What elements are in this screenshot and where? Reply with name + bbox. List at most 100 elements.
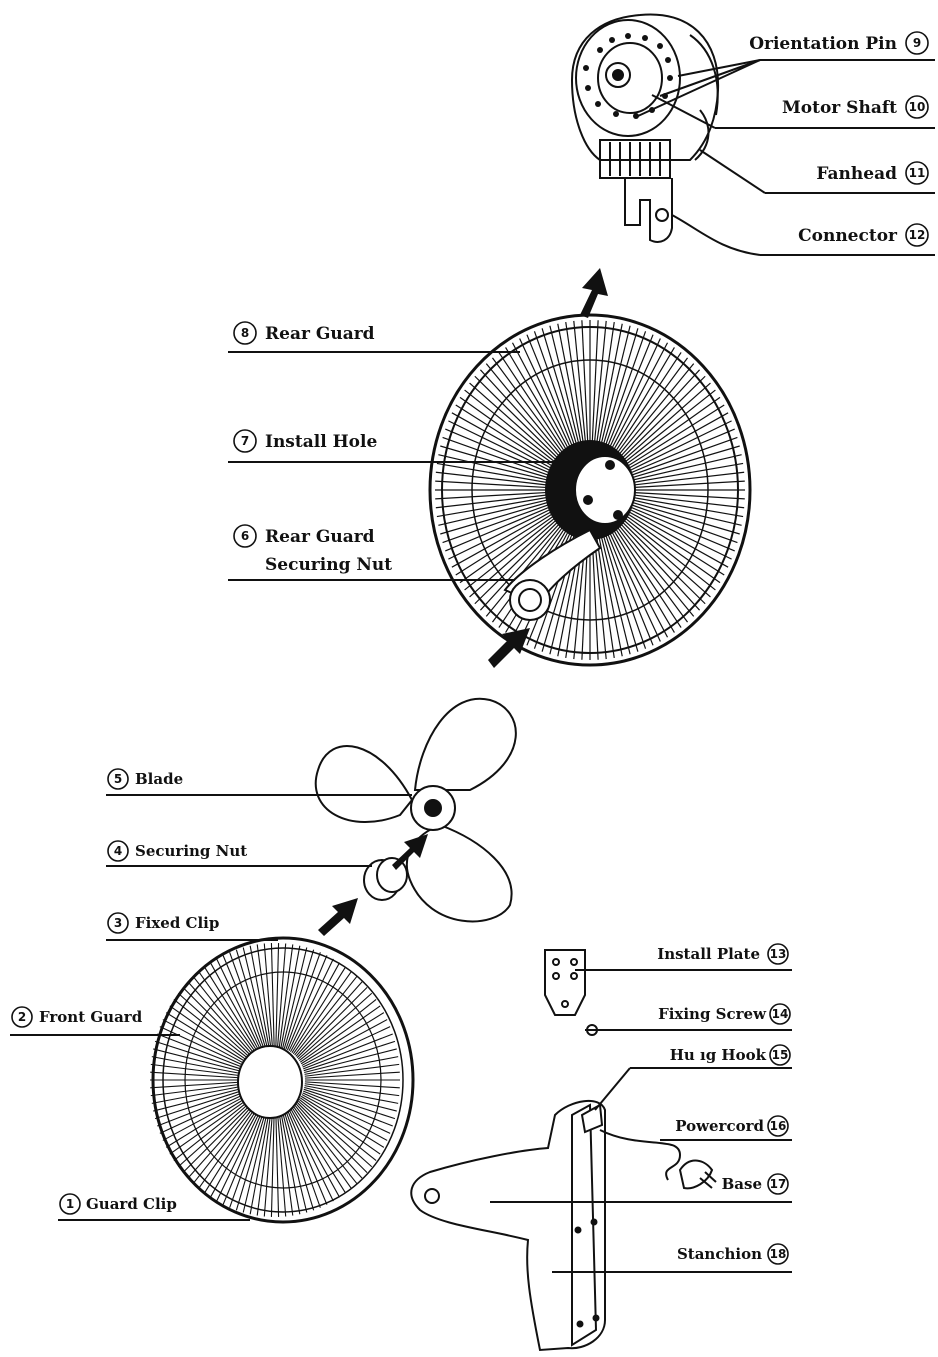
blade-drawing (314, 697, 517, 923)
svg-text:Fanhead: Fanhead (816, 164, 897, 184)
svg-text:Stanchion: Stanchion (677, 1245, 762, 1263)
svg-text:Fixing Screw: Fixing Screw (658, 1005, 767, 1023)
guard-spoke (629, 494, 745, 509)
guard-spoke (299, 1097, 381, 1155)
svg-text:Rear Guard: Rear Guard (265, 527, 375, 547)
guard-spoke (623, 396, 721, 467)
guard-spoke (611, 347, 675, 454)
guard-spoke (292, 971, 352, 1055)
guard-spoke (286, 955, 328, 1051)
label-orientation-pin: Orientation Pin 9 (749, 31, 929, 55)
guard-spoke (283, 949, 315, 1049)
base-stanchion-drawing (410, 1099, 717, 1352)
guard-spoke (435, 494, 551, 509)
svg-text:Base: Base (722, 1175, 762, 1193)
guard-spoke (177, 992, 253, 1060)
guard-spoke (303, 1033, 393, 1070)
label-stanchion: Stanchion 18 (677, 1243, 789, 1265)
guard-spoke (445, 505, 553, 552)
guard-spoke (455, 511, 556, 576)
label-rear-guard: 8 Rear Guard (233, 321, 375, 345)
guard-spoke (591, 320, 599, 447)
guard-spoke (203, 1106, 259, 1194)
guard-spoke (611, 526, 675, 633)
guard-spoke (474, 375, 561, 461)
label-front-guard: 2 Front Guard (11, 1006, 143, 1028)
svg-text:Securing Nut: Securing Nut (265, 555, 392, 575)
guard-spoke (464, 515, 559, 591)
guard-spoke (280, 945, 301, 1048)
guard-spoke (627, 503, 738, 544)
guard-spoke (613, 525, 682, 628)
guard-spoke (198, 971, 258, 1055)
guard-spoke (275, 1112, 280, 1217)
guard-spoke (277, 1112, 287, 1217)
guard-spoke (295, 1103, 363, 1179)
rear-guard-drawing (428, 313, 752, 667)
guard-spoke (451, 412, 555, 471)
guard-spoke (597, 532, 623, 657)
guard-spoke (216, 1108, 262, 1202)
guard-spoke (270, 1112, 275, 1217)
guard-spoke (626, 420, 732, 473)
guard-spoke (154, 1040, 247, 1072)
guard-spoke (533, 331, 577, 450)
guard-spoke (235, 1111, 267, 1211)
guard-spoke (304, 1071, 400, 1079)
guard-spoke (242, 1111, 268, 1213)
label-fanhead: Fanhead 11 (816, 161, 929, 185)
guard-spoke (435, 471, 551, 486)
guard-spoke (150, 1081, 246, 1089)
guard-spoke (157, 1090, 247, 1127)
guard-spoke (150, 1071, 246, 1079)
guard-spoke (300, 1012, 385, 1065)
guard-spoke (295, 981, 363, 1057)
guard-spoke (624, 404, 725, 469)
guard-spoke (629, 480, 745, 489)
front-guard-leaders (10, 1034, 250, 1221)
guard-spoke (182, 986, 254, 1059)
guard-spoke (628, 498, 742, 526)
guard-spoke (270, 943, 275, 1048)
guard-spoke (277, 943, 287, 1048)
label-connector: Connector 12 (798, 223, 929, 247)
guard-spoke (263, 943, 273, 1048)
guard-spoke (297, 992, 373, 1060)
guard-spoke (165, 1012, 250, 1065)
fanhead-leaders (637, 59, 935, 256)
guard-spoke (302, 1092, 391, 1134)
guard-spoke (302, 1026, 391, 1068)
guard-spoke (173, 999, 252, 1062)
arrow-to-securing-nut (318, 898, 358, 936)
label-securing-nut: 4 Securing Nut (107, 840, 247, 862)
guard-spoke (601, 531, 639, 652)
guard-spoke (464, 389, 559, 465)
guard-spoke (256, 1112, 272, 1216)
svg-text:Blade: Blade (135, 770, 183, 788)
svg-text:5: 5 (114, 772, 122, 786)
guard-spoke (256, 944, 272, 1048)
guard-spoke (182, 1101, 254, 1174)
label-hang-hook: Hu ıg Hook 15 (670, 1044, 791, 1066)
guard-spoke (154, 1088, 247, 1120)
guard-spoke (436, 496, 551, 518)
guard-spoke (150, 1063, 246, 1077)
arrow-to-blade (392, 834, 428, 870)
guard-spoke (242, 947, 268, 1049)
guard-spoke (301, 1019, 388, 1066)
guard-spoke (605, 529, 654, 646)
guard-spoke (301, 1094, 388, 1141)
guard-spoke (628, 500, 740, 535)
svg-text:Install Hole: Install Hole (265, 432, 377, 452)
guard-spoke (624, 511, 725, 576)
base-leaders (490, 1067, 792, 1273)
guard-spoke (299, 1005, 381, 1063)
guard-spoke (628, 454, 742, 482)
guard-spoke (609, 342, 669, 453)
guard-spoke (288, 1108, 334, 1202)
svg-text:Front Guard: Front Guard (39, 1008, 143, 1026)
guard-spoke (621, 515, 716, 591)
guard-spoke (629, 462, 744, 484)
guard-spoke (286, 1109, 328, 1205)
guard-spoke (435, 480, 551, 489)
